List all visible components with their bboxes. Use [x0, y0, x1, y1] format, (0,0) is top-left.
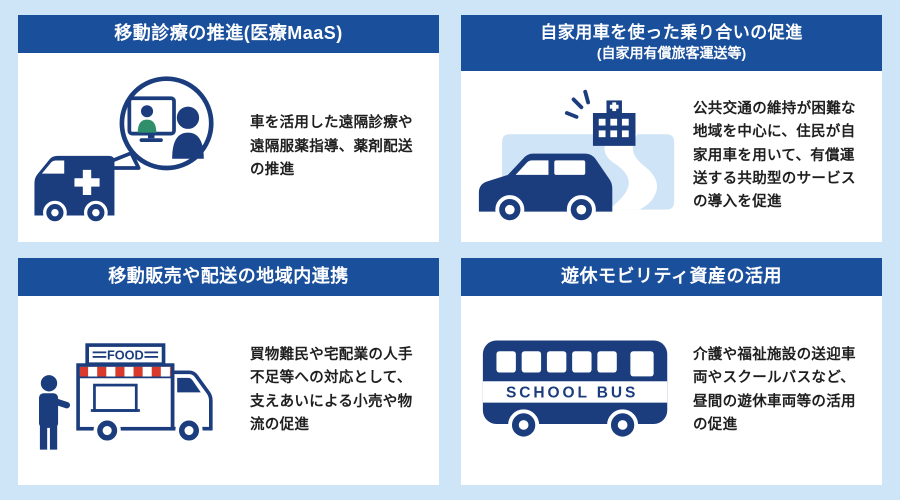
card-body: 車を活用した遠隔診療や遠隔服薬指導、薬剤配送の推進 [18, 53, 439, 242]
card-rideshare: 自家用車を使った乗り合いの促進 (自家用有償旅客運送等) [461, 15, 882, 242]
card-subtitle: (自家用有償旅客運送等) [596, 45, 747, 61]
bus-body: SCHOOL BUS [482, 340, 668, 424]
card-title: 移動診療の推進(医療MaaS) [114, 23, 343, 43]
rideshare-car-icon [461, 84, 693, 229]
card-body: 公共交通の維持が困難な地域を中心に、住民が自家用車を用いて、有償運送する共助型の… [461, 71, 882, 243]
food-sign-text: FOOD [107, 347, 144, 362]
car-icon [478, 153, 613, 224]
patient-silhouette [172, 106, 204, 159]
food-truck-illustration: FOOD [39, 342, 213, 450]
truck-wheels [93, 416, 203, 444]
card-description: 公共交通の維持が困難な地域を中心に、住民が自家用車を用いて、有償運送する共助型の… [693, 100, 856, 211]
card-medical-maas: 移動診療の推進(医療MaaS) [18, 15, 439, 242]
card-title: 自家用車を使った乗り合いの促進 [540, 23, 803, 42]
card-description: 買物難民や宅配業の人手不足等への対応として、支えあいによる小売や物流の促進 [250, 346, 413, 433]
card-mobile-retail: 移動販売や配送の地域内連携 [18, 258, 439, 485]
emphasis-lines [564, 89, 591, 119]
serving-window [93, 383, 138, 412]
rideshare-illustration [478, 89, 675, 224]
school-bus-icon: SCHOOL BUS [461, 325, 693, 456]
card-body: FOOD [18, 296, 439, 485]
school-bus-illustration: SCHOOL BUS [482, 340, 668, 441]
food-truck-icon: FOOD [18, 316, 250, 466]
bus-windows [496, 351, 654, 377]
card-header: 自家用車を使った乗り合いの促進 (自家用有償旅客運送等) [461, 15, 882, 71]
bus-wheels [508, 409, 639, 441]
card-header: 遊休モビリティ資産の活用 [461, 258, 882, 296]
truck-body: FOOD [76, 342, 175, 431]
building-icon [592, 100, 636, 146]
school-bus-text: SCHOOL BUS [506, 384, 638, 401]
card-description: 介護や福祉施設の送迎車両やスクールバスなど、昼間の遊休車両等の活用の促進 [693, 346, 856, 433]
card-body: SCHOOL BUS 介護や福祉施設の送迎車両やスクールバスなど、昼間の遊休車両… [461, 296, 882, 485]
ambulance-icon [34, 155, 115, 225]
card-header: 移動販売や配送の地域内連携 [18, 258, 439, 296]
telemedicine-monitor-icon [127, 95, 176, 142]
truck-cab [170, 370, 213, 431]
vendor-person-icon [39, 374, 71, 450]
card-title: 遊休モビリティ資産の活用 [561, 266, 782, 286]
ambulance-telemedicine-illustration [34, 75, 214, 225]
card-header: 移動診療の推進(医療MaaS) [18, 15, 439, 53]
bus-side-band [482, 381, 668, 403]
card-title: 移動販売や配送の地域内連携 [108, 266, 349, 286]
card-idle-mobility: 遊休モビリティ資産の活用 [461, 258, 882, 485]
awning-stripes [78, 366, 173, 378]
card-description: 車を活用した遠隔診療や遠隔服薬指導、薬剤配送の推進 [250, 115, 413, 179]
ambulance-telemedicine-icon [18, 71, 250, 225]
